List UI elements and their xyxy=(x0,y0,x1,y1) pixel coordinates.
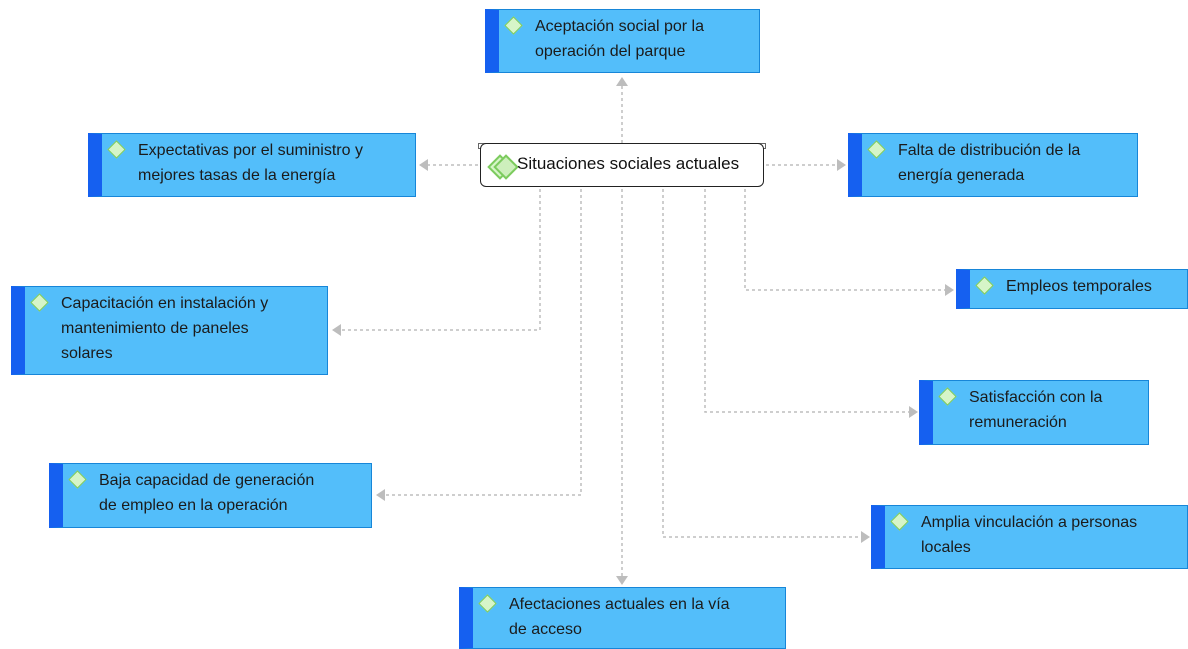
central-topic[interactable]: Situaciones sociales actuales xyxy=(480,143,764,187)
topic-line: mantenimiento de paneles xyxy=(61,320,249,337)
topic-line: Afectaciones actuales en la vía xyxy=(509,596,730,613)
arrowhead-aceptacion xyxy=(616,77,628,86)
arrowhead-falta xyxy=(837,159,846,171)
topic-aceptacion[interactable]: Aceptación social por la operación del p… xyxy=(485,9,760,73)
topic-afectaciones[interactable]: Afectaciones actuales en la vía de acces… xyxy=(459,587,786,649)
topic-falta[interactable]: Falta de distribución de la energía gene… xyxy=(848,133,1138,197)
topic-line: Amplia vinculación a personas xyxy=(921,514,1138,531)
topic-capacitacion[interactable]: Capacitación en instalación y mantenimie… xyxy=(11,286,328,375)
topic-line: solares xyxy=(61,345,113,362)
arrowhead-capacitacion xyxy=(332,324,341,336)
topic-line: energía generada xyxy=(898,167,1025,184)
connector-empleos xyxy=(744,189,946,291)
topic-line: remuneración xyxy=(969,414,1067,431)
topic-line: Satisfacción con la xyxy=(969,389,1103,406)
arrowhead-empleos xyxy=(945,284,954,296)
topic-line: Empleos temporales xyxy=(1006,278,1152,295)
topic-line: de acceso xyxy=(509,621,582,638)
arrowhead-satisfaccion xyxy=(909,406,918,418)
topic-expectativas[interactable]: Expectativas por el suministro y mejores… xyxy=(88,133,416,197)
topic-baja[interactable]: Baja capacidad de generación de empleo e… xyxy=(49,463,372,528)
topic-line: Falta de distribución de la xyxy=(898,142,1081,159)
topic-satisfaccion[interactable]: Satisfacción con la remuneración xyxy=(919,380,1149,445)
topic-line: mejores tasas de la energía xyxy=(138,167,336,184)
topic-line: Expectativas por el suministro y xyxy=(138,142,363,159)
arrowhead-expectativas xyxy=(419,159,428,171)
topic-line: locales xyxy=(921,539,971,556)
connector-baja xyxy=(384,189,582,496)
topic-line: Capacitación en instalación y xyxy=(61,295,269,312)
arrowhead-amplia xyxy=(861,531,870,543)
topic-line: Baja capacidad de generación xyxy=(99,472,315,489)
connector-capacitacion xyxy=(340,189,541,331)
arrowhead-afectaciones xyxy=(616,576,628,585)
topic-empleos[interactable]: Empleos temporales xyxy=(956,269,1188,309)
central-topic-label: Situaciones sociales actuales xyxy=(517,154,740,173)
connector-amplia xyxy=(662,189,862,538)
topic-line: Aceptación social por la xyxy=(535,18,704,35)
arrowhead-baja xyxy=(376,489,385,501)
topic-line: operación del parque xyxy=(535,43,686,60)
connector-satisfaccion xyxy=(704,189,910,413)
topic-amplia[interactable]: Amplia vinculación a personas locales xyxy=(871,505,1188,569)
topic-line: de empleo en la operación xyxy=(99,497,288,514)
